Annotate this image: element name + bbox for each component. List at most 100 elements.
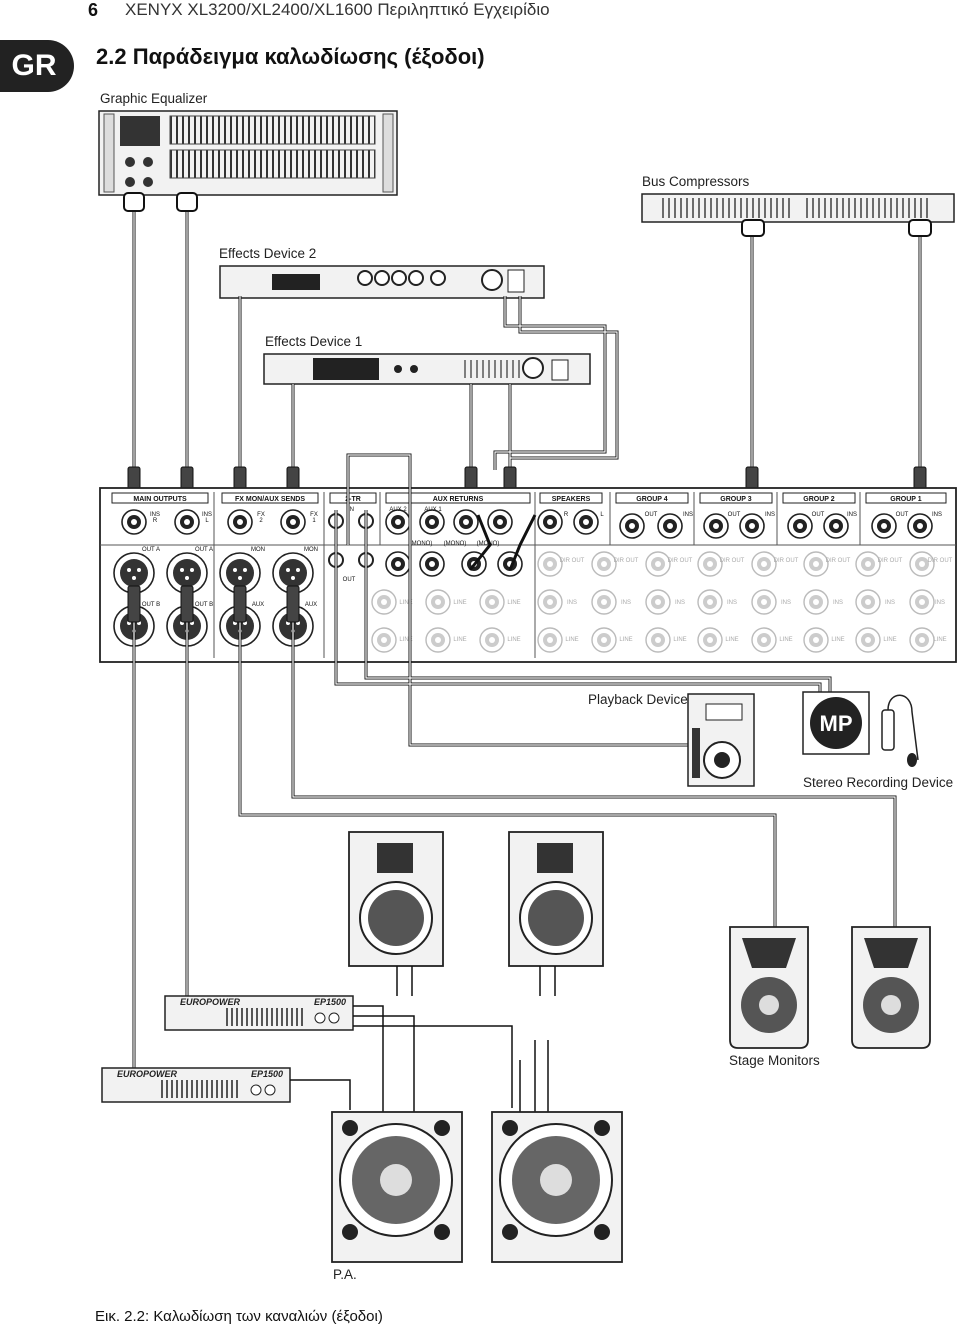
- svg-text:MON: MON: [251, 547, 265, 553]
- main-speaker-right: [508, 831, 604, 967]
- svg-text:INS: INS: [150, 512, 160, 518]
- svg-text:INS: INS: [847, 512, 857, 518]
- svg-text:OUT: OUT: [896, 512, 909, 518]
- stereo-recording-device: MP: [802, 691, 919, 767]
- svg-text:DIR OUT: DIR OUT: [668, 558, 693, 564]
- sec-aux-returns: AUX RETURNS: [433, 496, 484, 503]
- svg-text:LINE: LINE: [453, 600, 466, 606]
- svg-text:(MONO): (MONO): [444, 541, 467, 547]
- svg-text:OUT A: OUT A: [142, 547, 160, 553]
- pa-label: P.A.: [333, 1267, 357, 1282]
- amplifier-2: EUROPOWER EP1500: [101, 1067, 291, 1103]
- language-badge: GR: [0, 40, 74, 92]
- svg-text:INS: INS: [833, 600, 843, 606]
- sec-group-3: GROUP 3: [720, 496, 751, 503]
- svg-text:DIR OUT: DIR OUT: [928, 558, 953, 564]
- svg-text:LINE: LINE: [725, 637, 738, 643]
- stage-monitors-label: Stage Monitors: [729, 1053, 820, 1068]
- svg-text:DIR OUT: DIR OUT: [826, 558, 851, 564]
- amplifier-1: EUROPOWER EP1500: [164, 995, 354, 1031]
- svg-text:INS: INS: [935, 600, 945, 606]
- running-title: XENYX XL3200/XL2400/XL1600 Περιληπτικό Ε…: [125, 0, 550, 19]
- svg-text:L: L: [205, 518, 209, 524]
- svg-text:LINE: LINE: [507, 600, 520, 606]
- mixer-panel: MAIN OUTPUTS FX MON/AUX SENDS 2-TR AUX R…: [99, 487, 957, 663]
- upper-cables: [132, 197, 922, 470]
- playback-device: [687, 693, 755, 787]
- svg-text:LINE: LINE: [619, 637, 632, 643]
- svg-text:DIR OUT: DIR OUT: [774, 558, 799, 564]
- svg-text:INS: INS: [621, 600, 631, 606]
- svg-text:LINE: LINE: [399, 637, 412, 643]
- svg-text:EUROPOWER: EUROPOWER: [117, 1069, 178, 1079]
- svg-text:OUT: OUT: [645, 512, 658, 518]
- amp-speaker-cables: [290, 966, 556, 1118]
- main-speaker-left: [348, 831, 444, 967]
- svg-text:OUT B: OUT B: [142, 602, 160, 608]
- svg-text:LINE: LINE: [565, 637, 578, 643]
- graphic-eq-label: Graphic Equalizer: [100, 91, 208, 106]
- stereo-rec-label: Stereo Recording Device: [803, 775, 954, 790]
- svg-text:INS: INS: [202, 512, 212, 518]
- mp-logo: MP: [820, 711, 853, 736]
- svg-text:AUX: AUX: [252, 602, 264, 608]
- svg-text:LINE: LINE: [507, 637, 520, 643]
- sec-main-outputs: MAIN OUTPUTS: [133, 496, 187, 503]
- fx1-label: Effects Device 1: [265, 334, 363, 349]
- sec-group-2: GROUP 2: [803, 496, 834, 503]
- stage-monitor-left: [729, 926, 809, 1049]
- svg-text:EUROPOWER: EUROPOWER: [180, 997, 241, 1007]
- effects-device-1: [263, 353, 591, 385]
- graphic-equalizer: [98, 110, 398, 196]
- sec-speakers: SPEAKERS: [552, 496, 591, 503]
- svg-text:R: R: [153, 518, 158, 524]
- svg-text:R: R: [564, 512, 569, 518]
- svg-text:LINE: LINE: [779, 637, 792, 643]
- svg-text:INS: INS: [932, 512, 942, 518]
- svg-text:INS: INS: [885, 600, 895, 606]
- sec-group-4: GROUP 4: [636, 496, 667, 503]
- svg-text:DIR OUT: DIR OUT: [878, 558, 903, 564]
- svg-text:AUX 2: AUX 2: [389, 507, 407, 513]
- svg-text:L: L: [600, 512, 604, 518]
- svg-text:LINE: LINE: [883, 637, 896, 643]
- svg-text:DIR OUT: DIR OUT: [614, 558, 639, 564]
- playback-label: Playback Device: [588, 692, 688, 707]
- svg-text:EP1500: EP1500: [251, 1069, 283, 1079]
- bus-comp-label: Bus Compressors: [642, 174, 750, 189]
- svg-text:IN: IN: [348, 507, 354, 513]
- figure-caption: Εικ. 2.2: Καλωδίωση των καναλιών (έξοδοι…: [95, 1308, 383, 1325]
- svg-text:FX: FX: [257, 512, 265, 518]
- svg-text:INS: INS: [765, 512, 775, 518]
- svg-text:INS: INS: [567, 600, 577, 606]
- page-number: 6: [88, 0, 99, 20]
- fx2-label: Effects Device 2: [219, 246, 317, 261]
- svg-text:INS: INS: [781, 600, 791, 606]
- svg-text:OUT B: OUT B: [195, 602, 213, 608]
- device-connectors: [123, 192, 932, 237]
- svg-text:DIR OUT: DIR OUT: [560, 558, 585, 564]
- svg-text:DIR OUT: DIR OUT: [720, 558, 745, 564]
- svg-text:LINE: LINE: [399, 600, 412, 606]
- section-title: 2.2 Παράδειγμα καλωδίωσης (έξοδοι): [96, 44, 485, 69]
- svg-text:(MONO): (MONO): [410, 541, 433, 547]
- subwoofer-right: [491, 1111, 623, 1263]
- sec-group-1: GROUP 1: [890, 496, 921, 503]
- bus-compressors: [641, 193, 955, 223]
- svg-text:AUX 1: AUX 1: [424, 507, 442, 513]
- svg-text:OUT A: OUT A: [195, 547, 213, 553]
- svg-text:OUT: OUT: [812, 512, 825, 518]
- svg-text:LINE: LINE: [831, 637, 844, 643]
- svg-text:EP1500: EP1500: [314, 997, 346, 1007]
- svg-text:INS: INS: [727, 600, 737, 606]
- svg-text:OUT: OUT: [728, 512, 741, 518]
- sec-2tr: 2-TR: [345, 496, 361, 503]
- svg-text:2: 2: [259, 518, 263, 524]
- svg-text:MON: MON: [304, 547, 318, 553]
- svg-text:FX: FX: [310, 512, 318, 518]
- svg-text:INS: INS: [683, 512, 693, 518]
- sec-fx-mon-aux: FX MON/AUX SENDS: [235, 496, 305, 503]
- svg-text:AUX: AUX: [305, 602, 317, 608]
- stage-monitor-right: [851, 926, 931, 1049]
